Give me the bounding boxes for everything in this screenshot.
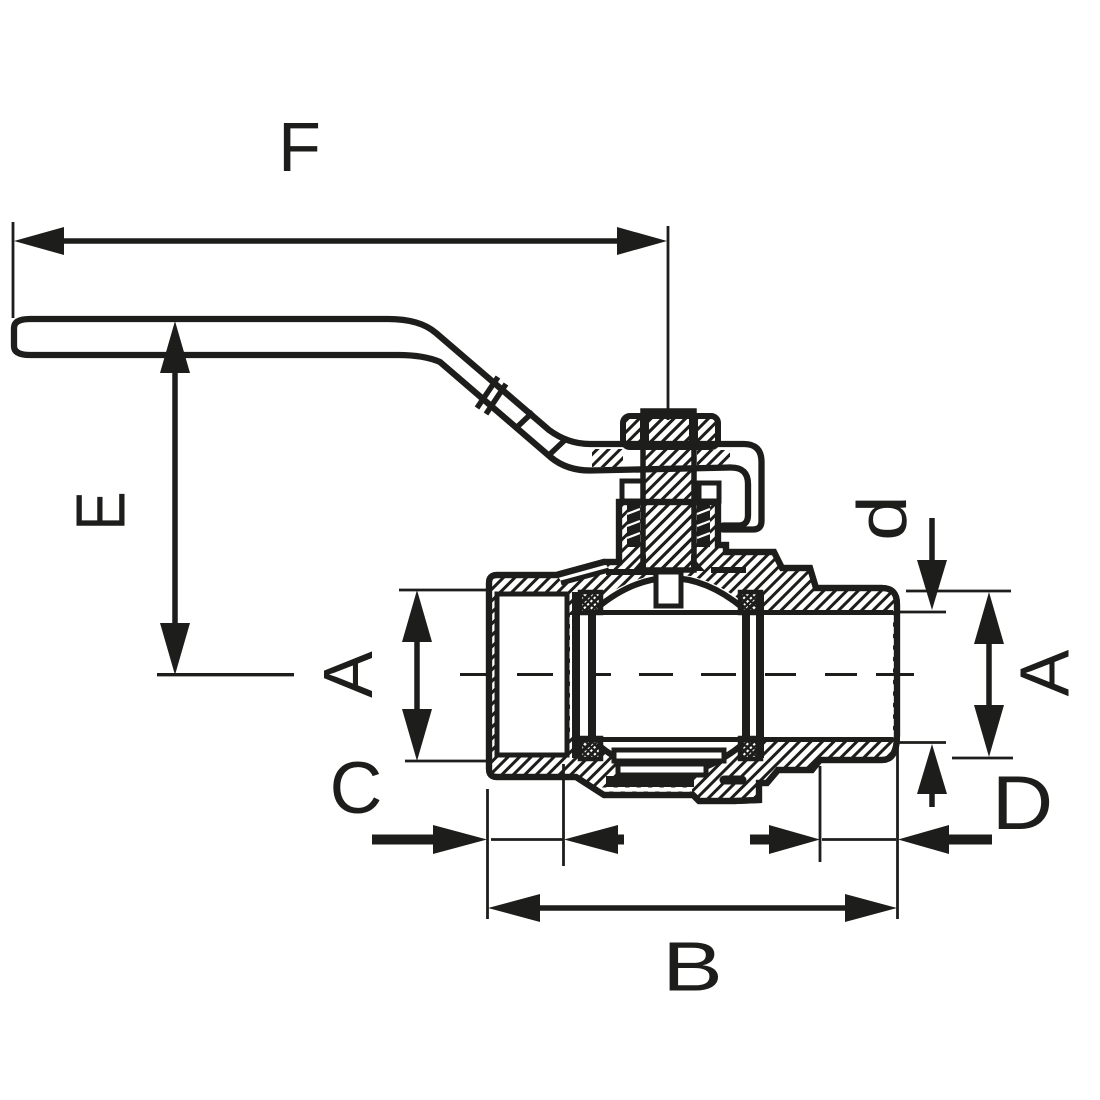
svg-text:F: F [278,108,321,186]
svg-text:A: A [1006,649,1084,696]
svg-text:d: d [844,495,922,541]
svg-text:B: B [662,928,723,1006]
svg-text:C: C [330,748,383,829]
svg-text:D: D [992,761,1053,846]
svg-text:A: A [309,651,387,698]
svg-text:E: E [61,491,140,530]
